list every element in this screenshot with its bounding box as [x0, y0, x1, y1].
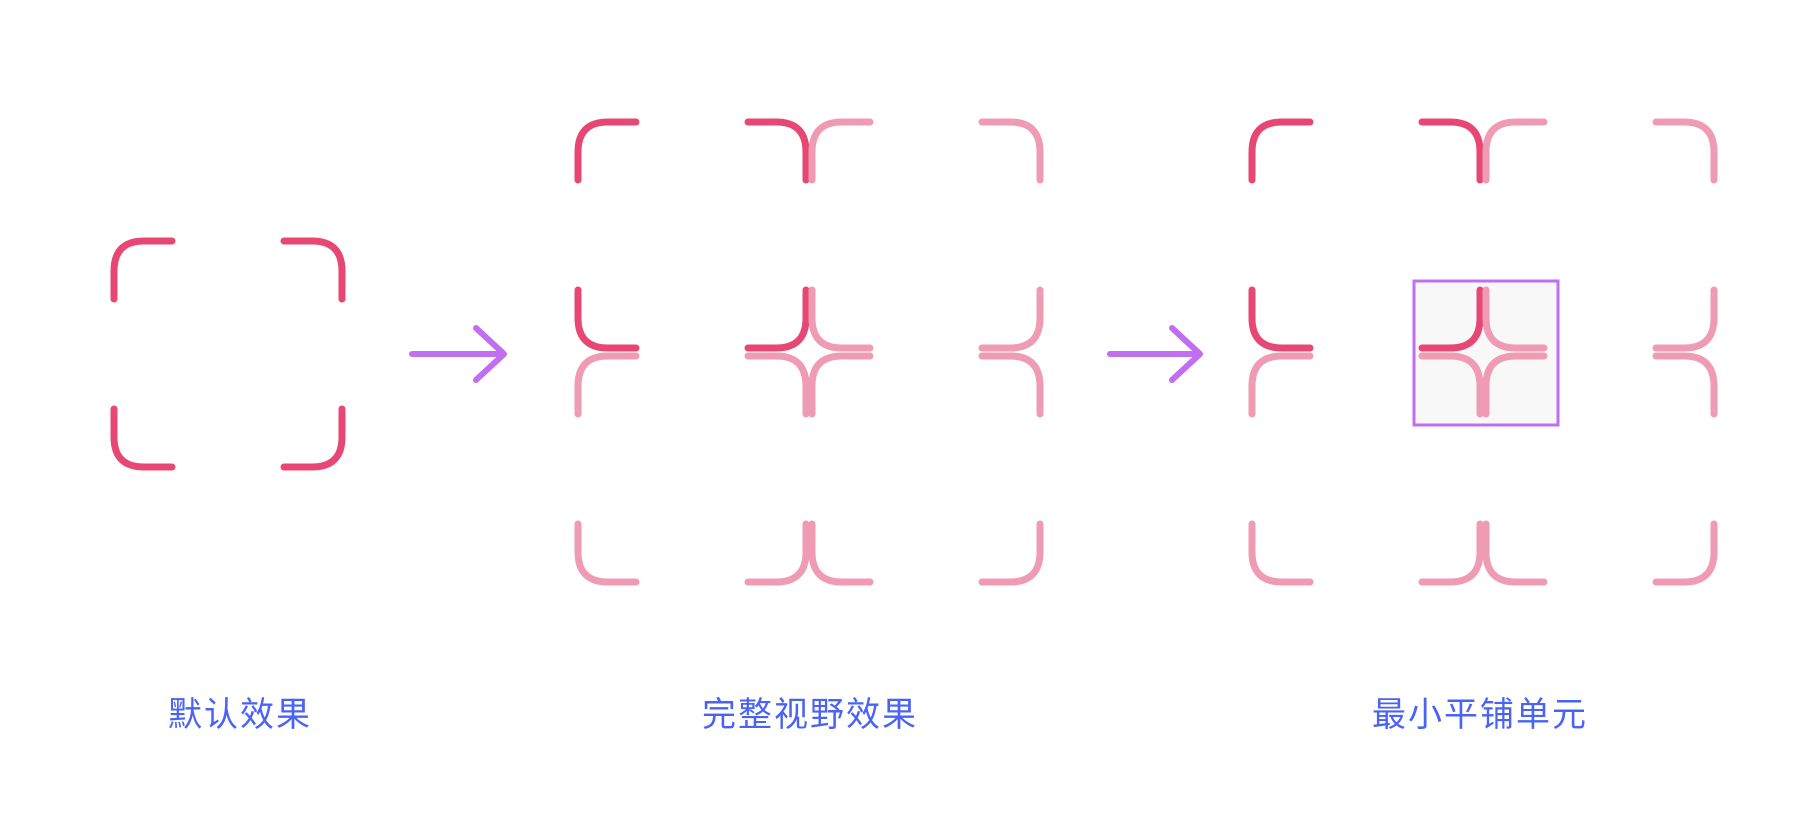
panel-default: [110, 237, 346, 471]
tile-corner-top-left: [1248, 118, 1314, 184]
panel-min-tile: [1248, 118, 1718, 586]
caption-default-effect: 默认效果: [168, 695, 312, 735]
tile-corner-bottom-right: [744, 286, 810, 352]
tile-corner-bottom-right: [1418, 520, 1484, 586]
tile-corner-top-right: [1652, 352, 1718, 418]
tile-corner-bottom-left: [1248, 286, 1314, 352]
tile-corner-top-right: [1418, 118, 1484, 184]
panel-full-view: [574, 118, 1044, 586]
tile-corner-top-left: [808, 118, 874, 184]
corner-top-left: [110, 237, 176, 303]
tile-corner-bottom-left: [574, 286, 640, 352]
tile-corner-bottom-left: [1482, 286, 1548, 352]
caption-full-view-effect: 完整视野效果: [702, 695, 918, 735]
tile-corner-bottom-right: [1652, 286, 1718, 352]
tile-corner-top-left: [1482, 352, 1548, 418]
tile-corner-top-left: [1248, 352, 1314, 418]
arrow-right-icon: [1107, 325, 1203, 383]
tile-corner-bottom-right: [978, 520, 1044, 586]
tile-corner-bottom-left: [1248, 520, 1314, 586]
tile-corner-top-right: [1652, 118, 1718, 184]
caption-min-tile-unit: 最小平铺单元: [1372, 695, 1588, 735]
tile-corner-bottom-left: [1482, 520, 1548, 586]
tile-corner-top-left: [1482, 118, 1548, 184]
tile-corner-bottom-left: [808, 520, 874, 586]
tile-corner-top-left: [808, 352, 874, 418]
arrow-right-icon: [409, 325, 507, 383]
tile-corner-top-left: [574, 352, 640, 418]
tile-corner-top-left: [574, 118, 640, 184]
tile-corner-top-right: [978, 118, 1044, 184]
tile-corner-bottom-right: [1418, 286, 1484, 352]
tile-corner-top-right: [1418, 352, 1484, 418]
tile-corner-top-right: [744, 118, 810, 184]
corner-top-right: [280, 237, 346, 303]
tile-corner-top-right: [744, 352, 810, 418]
arrow-line: [1107, 325, 1203, 383]
tile-corner-bottom-right: [744, 520, 810, 586]
tile-corner-bottom-right: [978, 286, 1044, 352]
corner-bottom-right: [280, 405, 346, 471]
tile-corner-bottom-right: [1652, 520, 1718, 586]
corner-bottom-left: [110, 405, 176, 471]
tile-corner-bottom-left: [574, 520, 640, 586]
tile-corner-top-right: [978, 352, 1044, 418]
tile-corner-bottom-left: [808, 286, 874, 352]
arrow-line: [409, 325, 507, 383]
